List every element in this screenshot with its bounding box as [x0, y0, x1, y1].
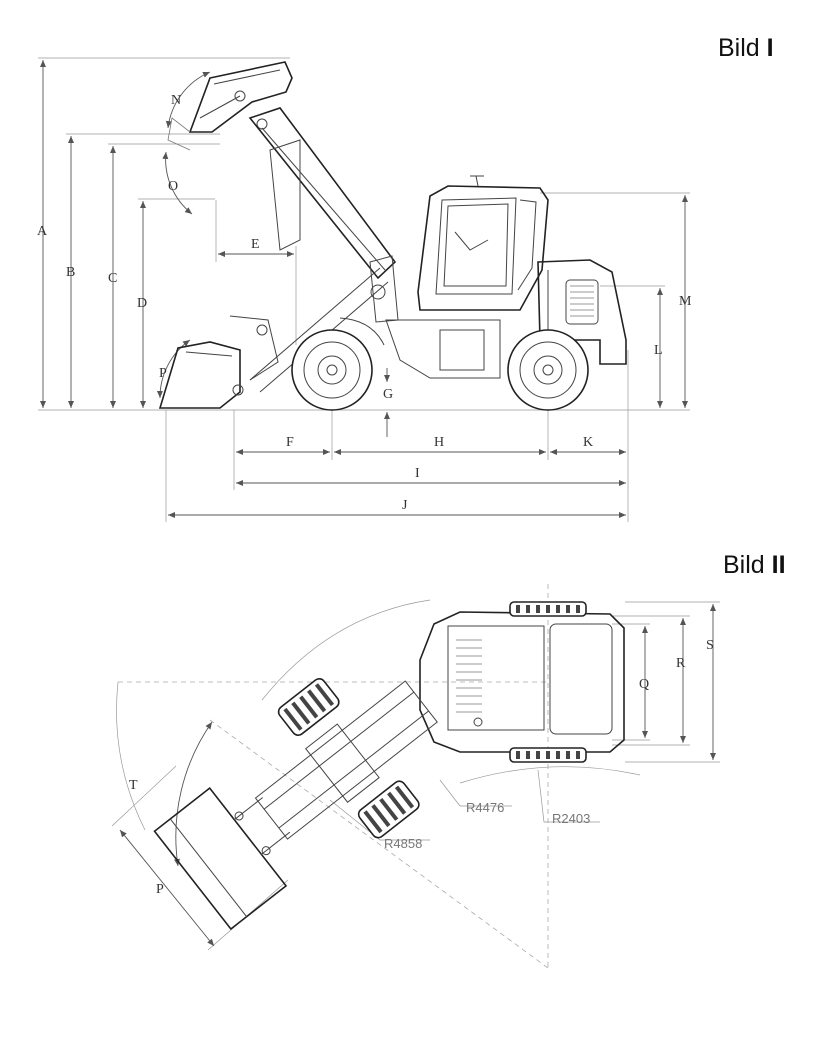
svg-text:S: S: [706, 638, 714, 653]
raised-bucket: [167, 61, 293, 151]
dim-R: R: [676, 618, 686, 743]
figure-1-title: Bild I: [718, 34, 774, 62]
svg-text:R4858: R4858: [384, 836, 422, 851]
dim-M: M: [679, 195, 692, 408]
svg-text:Q: Q: [639, 677, 649, 692]
svg-text:J: J: [402, 498, 408, 513]
svg-text:F: F: [286, 435, 294, 450]
dim-G: G: [383, 368, 393, 437]
front-wheel: [291, 329, 373, 411]
svg-text:C: C: [108, 271, 117, 286]
dim-D: D: [137, 201, 147, 408]
angle-N: N: [165, 71, 211, 129]
figure-top-view: Bild II S R Q T: [111, 551, 786, 969]
dim-S: S: [706, 604, 716, 760]
dim-L: L: [654, 288, 663, 408]
angle-P-side: P: [156, 339, 191, 399]
svg-text:H: H: [434, 435, 444, 450]
svg-text:O: O: [168, 179, 178, 194]
dim-J: J: [168, 498, 626, 518]
svg-text:E: E: [251, 237, 260, 252]
svg-text:M: M: [679, 294, 692, 309]
svg-text:G: G: [383, 387, 393, 402]
svg-text:L: L: [654, 343, 663, 358]
angle-O: O: [162, 151, 193, 215]
front-section-top: [153, 677, 438, 931]
svg-text:N: N: [171, 93, 181, 108]
dim-E: E: [215, 200, 297, 345]
boom-arm: [248, 107, 397, 280]
svg-text:K: K: [583, 435, 593, 450]
chassis: [339, 255, 501, 379]
rear-wheel: [507, 329, 589, 411]
rear-tire-upper: [509, 601, 587, 617]
svg-text:A: A: [37, 224, 48, 239]
svg-text:D: D: [137, 296, 147, 311]
dim-F: F: [236, 435, 330, 455]
dim-A: A: [37, 60, 48, 408]
svg-text:P: P: [159, 366, 167, 381]
svg-text:B: B: [66, 265, 75, 280]
svg-text:R2403: R2403: [552, 811, 590, 826]
radius-R4858: R4858: [329, 799, 430, 851]
rear-body-top: [419, 611, 625, 753]
dim-Q: Q: [639, 626, 649, 738]
figure-side-view: Bild I A B C D M: [37, 34, 774, 522]
dim-H: H: [334, 435, 546, 455]
rear-tire-lower: [509, 747, 587, 763]
radius-R4476: R4476: [439, 779, 512, 815]
svg-text:I: I: [415, 466, 420, 481]
cabin: [417, 175, 549, 311]
dim-I: I: [236, 466, 626, 486]
dim-K: K: [550, 435, 626, 455]
radius-R2403: R2403: [537, 769, 600, 826]
svg-text:T: T: [129, 778, 138, 793]
svg-text:R: R: [676, 656, 686, 671]
dim-T: T: [129, 721, 213, 867]
svg-text:R4476: R4476: [466, 800, 504, 815]
dim-C: C: [108, 146, 117, 408]
svg-text:P: P: [156, 882, 164, 897]
figure-2-title: Bild II: [723, 551, 786, 579]
dim-B: B: [66, 136, 75, 408]
